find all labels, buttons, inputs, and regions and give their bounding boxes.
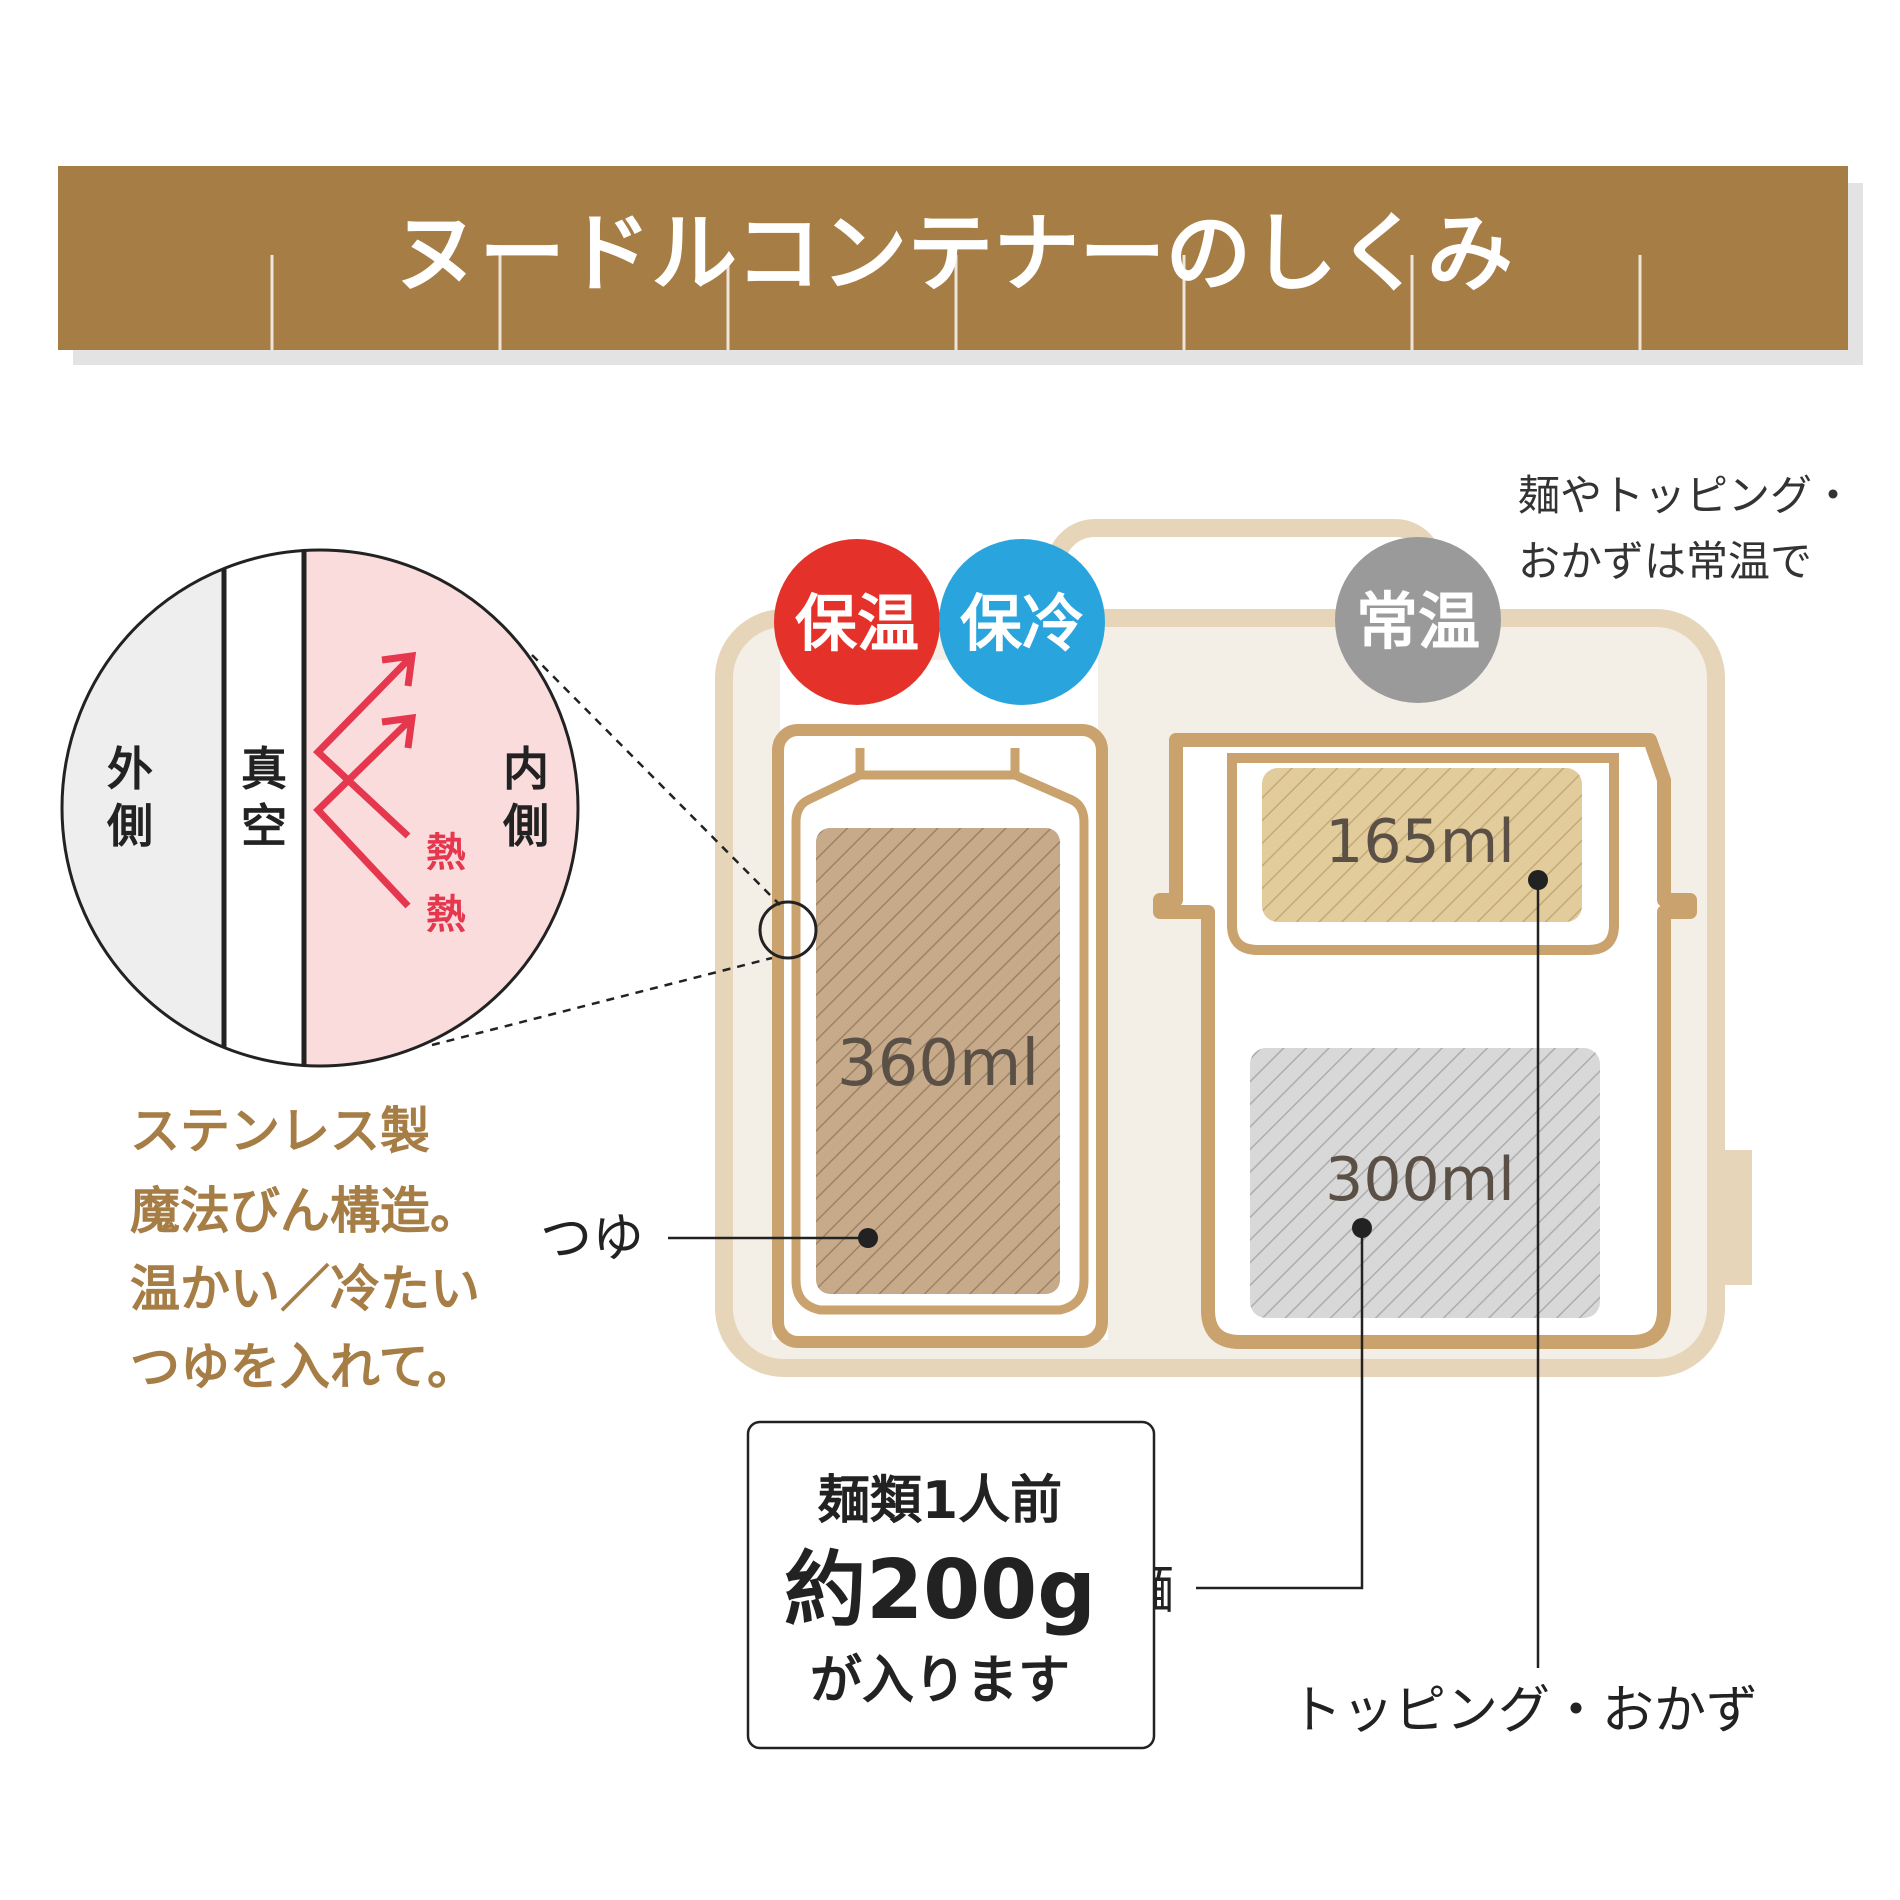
topping-volume: 165ml bbox=[1325, 807, 1515, 877]
banner-notches bbox=[270, 255, 1642, 350]
heat-arrow-2 bbox=[313, 719, 411, 909]
noodle-info-box: 麺類1人前 約200g が入ります bbox=[746, 1420, 1156, 1750]
inside-label-2: 側 bbox=[502, 799, 549, 853]
zoom-ring bbox=[758, 900, 818, 960]
noodle-info-frame bbox=[746, 1420, 1156, 1750]
noodle-volume: 300ml bbox=[1325, 1145, 1515, 1215]
badge-room: 常温 bbox=[1335, 537, 1501, 703]
title-banner: ヌードルコンテナーのしくみ bbox=[58, 166, 1863, 365]
soup-bottle: 360ml bbox=[758, 660, 1108, 1348]
heat-arrows bbox=[312, 651, 417, 909]
noodle-info-line2: 約200g bbox=[784, 1543, 1096, 1638]
noodle-info-line3: が入ります bbox=[810, 1651, 1070, 1711]
description-line1: ステンレス製 bbox=[130, 1102, 430, 1160]
soup-liquid bbox=[816, 828, 1060, 1294]
description: ステンレス製 魔法びん構造。 温かい／冷たい つゆを入れて。 bbox=[130, 1102, 480, 1396]
topping-callout: トッピング・おかず bbox=[1290, 870, 1758, 1741]
vacuum-layer bbox=[224, 550, 304, 1066]
zoom-line-bottom bbox=[431, 956, 773, 1047]
badge-warm-label: 保温 bbox=[795, 587, 919, 660]
heat-arrow-1 bbox=[312, 657, 411, 839]
inside-label-1: 内 bbox=[503, 742, 549, 796]
noodle-area bbox=[1250, 1048, 1600, 1318]
magnifier-outline bbox=[60, 548, 580, 1068]
vacuum-label-2: 空 bbox=[241, 799, 287, 853]
badge-warm-circle bbox=[774, 539, 940, 705]
badge-cold-circle bbox=[939, 539, 1105, 705]
badge-room-label: 常温 bbox=[1356, 585, 1480, 658]
topping-area bbox=[1262, 768, 1582, 922]
soup-callout: つゆ bbox=[540, 1209, 878, 1269]
badge-cold: 保冷 bbox=[939, 539, 1105, 705]
outside-label-2: 側 bbox=[106, 799, 153, 853]
badge-room-circle bbox=[1335, 537, 1501, 703]
badge-cold-label: 保冷 bbox=[960, 587, 1084, 660]
outside-label-1: 外 bbox=[107, 742, 153, 796]
noodle-info-line1: 麺類1人前 bbox=[818, 1471, 1062, 1531]
description-line4: つゆを入れて。 bbox=[130, 1338, 477, 1396]
banner-background bbox=[58, 166, 1848, 350]
description-line3: 温かい／冷たい bbox=[130, 1260, 480, 1318]
soup-pointer-dot bbox=[858, 1228, 878, 1248]
heat-label-2: 熱 bbox=[426, 892, 466, 938]
description-line2: 魔法びん構造。 bbox=[130, 1182, 480, 1240]
badge-warm: 保温 bbox=[774, 539, 940, 705]
vacuum-label-1: 真 bbox=[241, 742, 287, 796]
room-note-line2: おかずは常温で bbox=[1518, 537, 1812, 586]
soup-label: つゆ bbox=[540, 1209, 644, 1269]
inside-layer bbox=[304, 550, 578, 1066]
soup-volume: 360ml bbox=[837, 1027, 1039, 1101]
room-temp-box: 165ml 300ml bbox=[1153, 733, 1697, 1349]
topping-label: トッピング・おかず bbox=[1290, 1681, 1758, 1741]
heat-label-1: 熱 bbox=[426, 830, 466, 876]
page-title: ヌードルコンテナーのしくみ bbox=[393, 204, 1513, 304]
room-note-line1: 麺やトッピング・ bbox=[1518, 471, 1854, 520]
detail-magnifier: 外 側 真 空 内 側 熱 熱 bbox=[60, 548, 781, 1068]
